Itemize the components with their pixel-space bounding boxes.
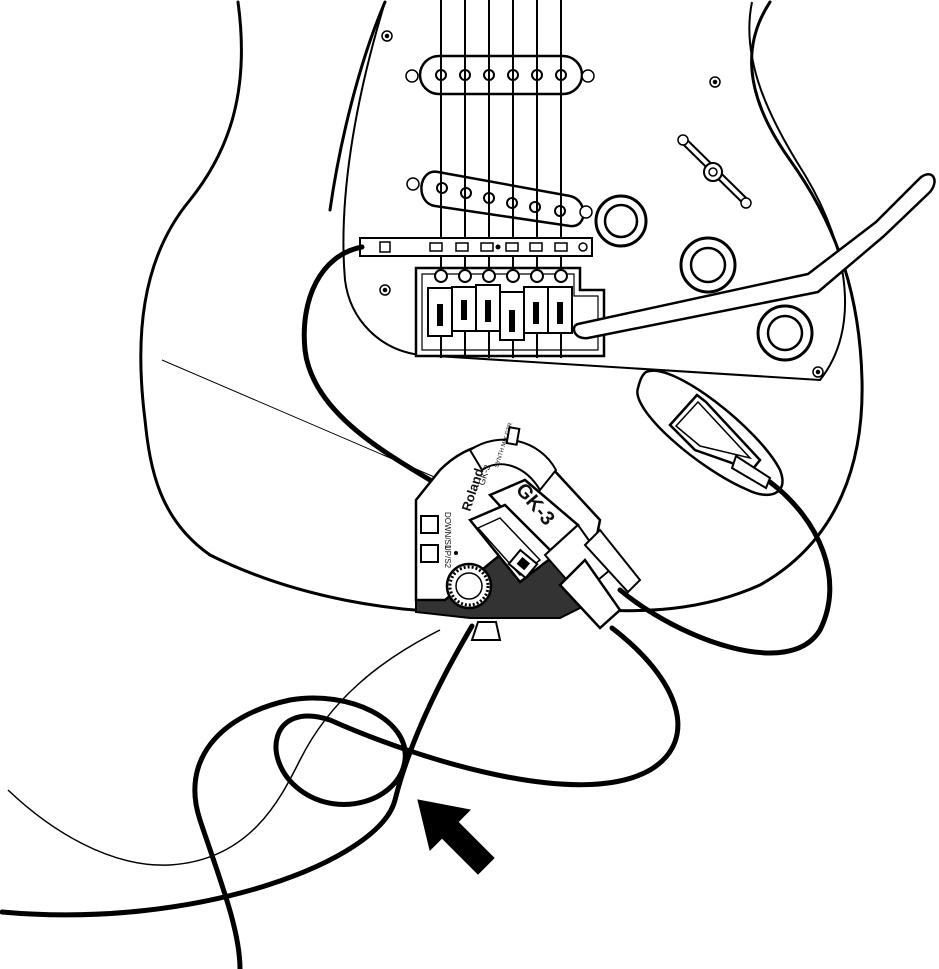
tremolo-arm [572,173,936,340]
tremolo-bridge [414,266,606,358]
bridge-pickup [406,170,593,228]
gk-divided-pickup [359,237,593,257]
pickguard [342,1,847,382]
neck-pickup [405,54,595,96]
up-s2-button[interactable] [420,544,439,563]
gk-connector-plug [467,478,642,630]
cables [0,244,833,969]
guitar-body [139,0,864,614]
output-jack [636,369,784,497]
clip [470,621,502,641]
up-label: UP/S2 [443,545,452,569]
pickup-selector-switch [677,134,752,209]
down-s1-button[interactable] [420,515,439,534]
down-label: DOWN/S1 [443,512,452,550]
thin-cable [7,629,441,866]
bridge-saddles [427,284,573,341]
gk3-unit: Roland GK-3 SYNTH MIX GTR GK-3 DOWN/S1 U… [414,421,642,630]
arrow-icon [417,799,495,875]
knobs [594,194,814,362]
volume-knob[interactable] [445,562,493,610]
